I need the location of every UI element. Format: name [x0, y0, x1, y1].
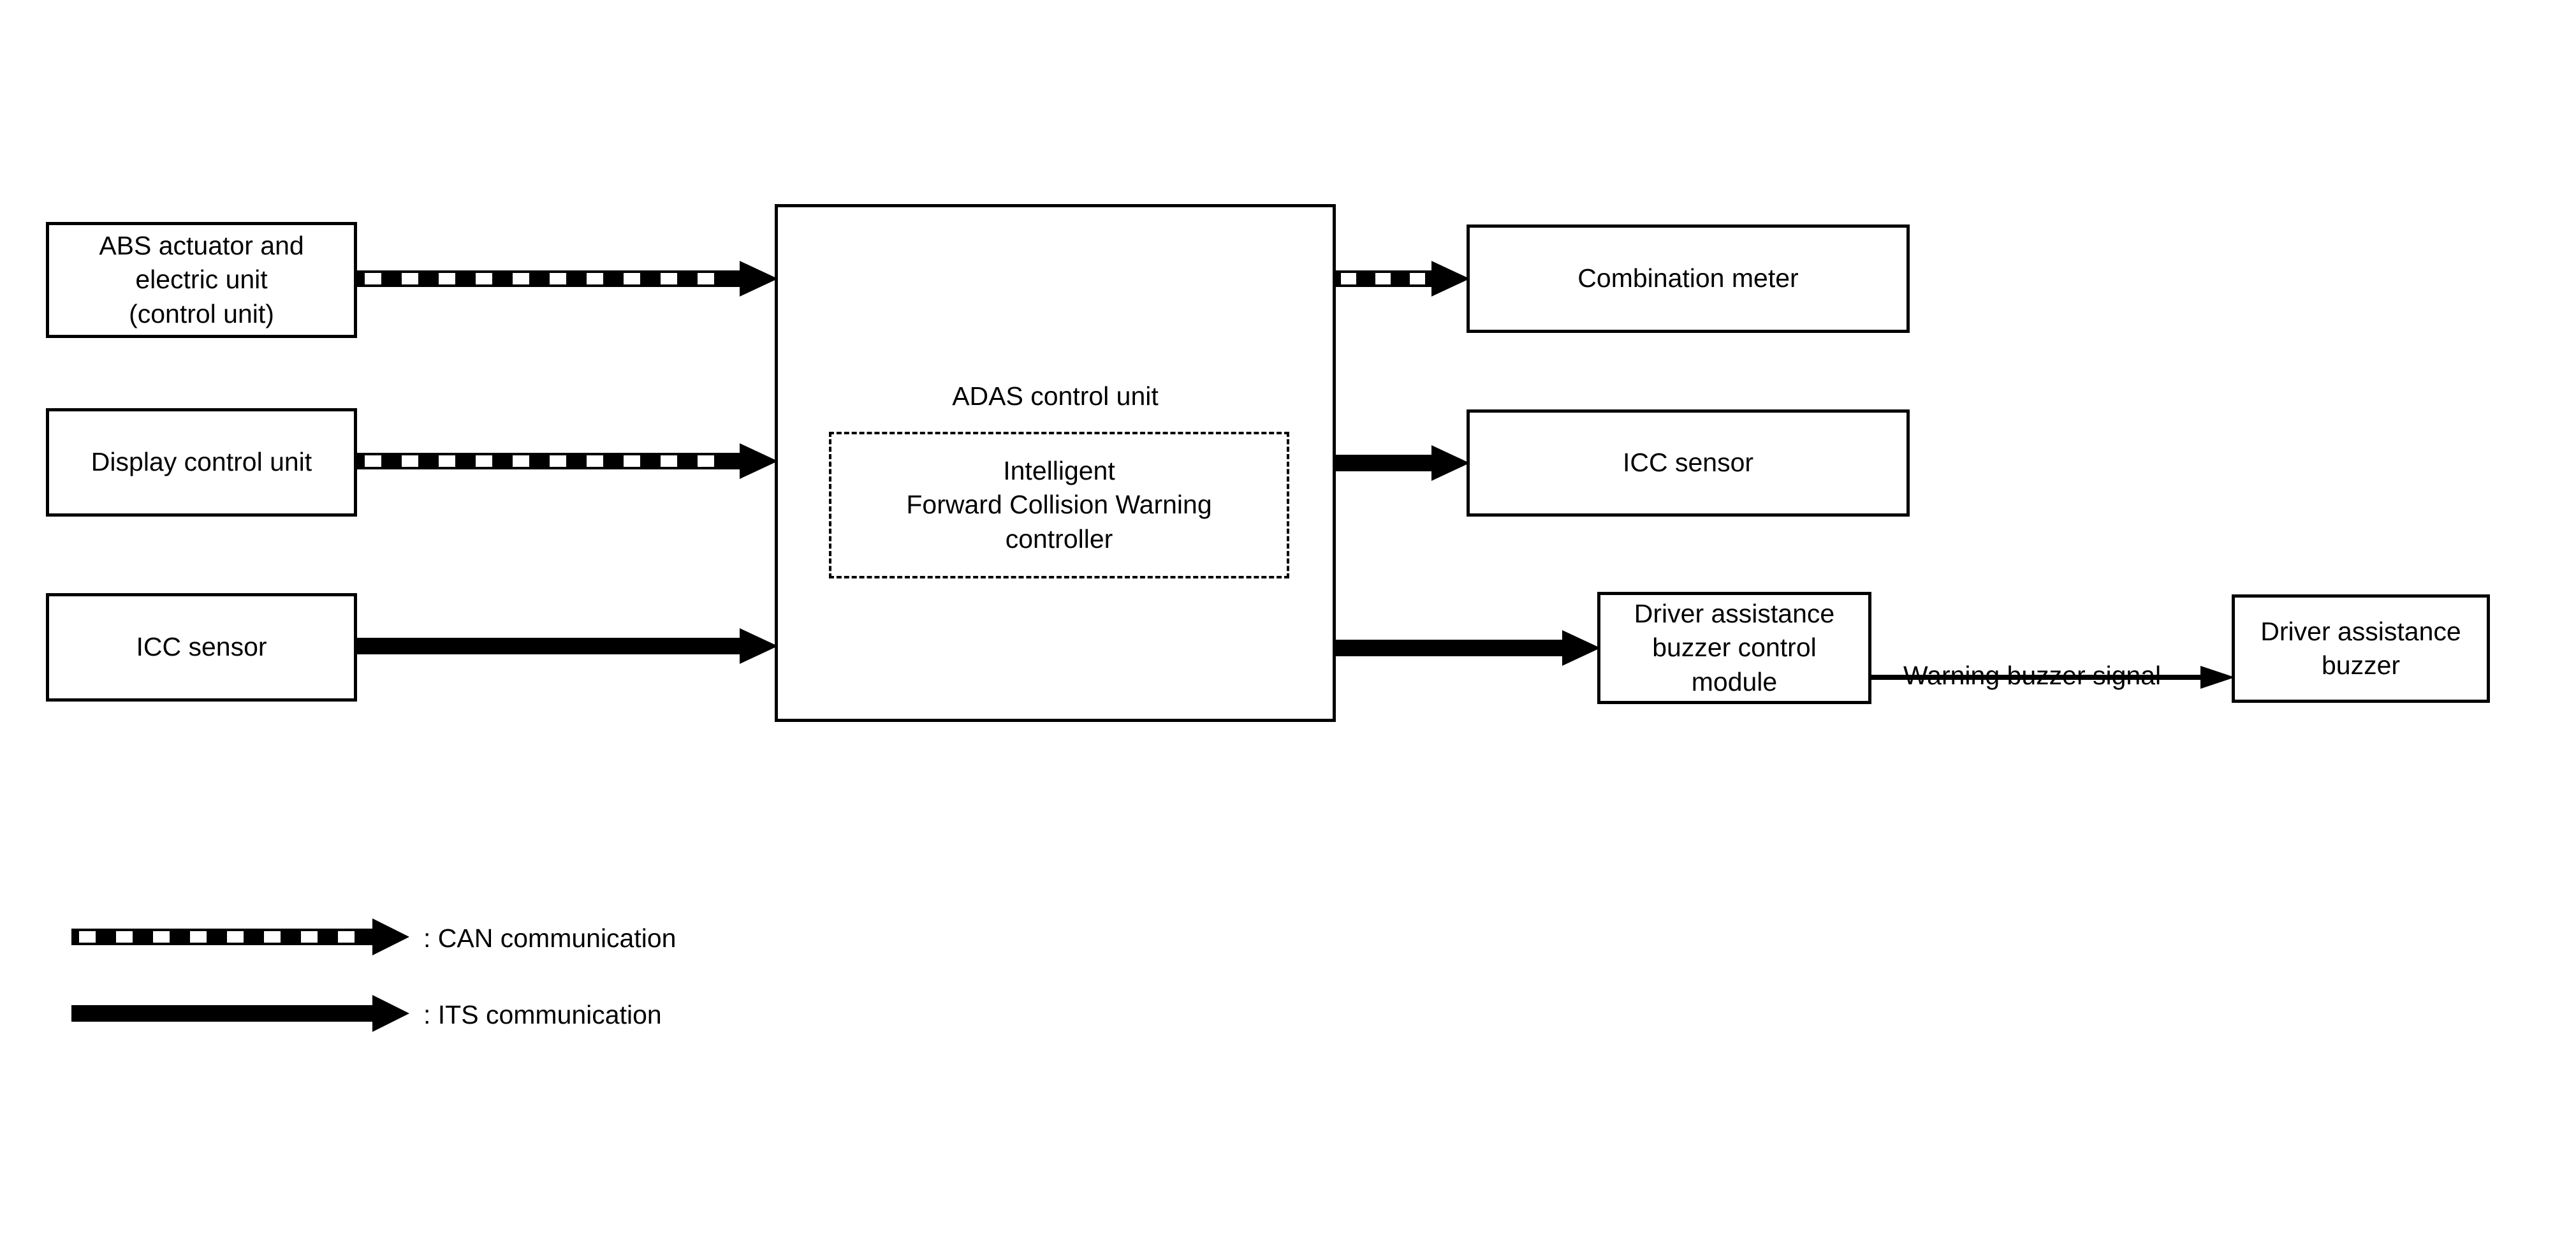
- arrow-its-adas-to-buzzer-control-module: [1336, 630, 1600, 666]
- box-intelligent-forward-collision-warning-controller[interactable]: Intelligent Forward Collision Warning co…: [829, 432, 1289, 578]
- arrow-can-abs-to-adas: [357, 261, 778, 297]
- arrow-its-icc-sensor-to-adas: [357, 628, 778, 664]
- label-warning-buzzer-signal: Warning buzzer signal: [1903, 661, 2162, 690]
- box-adas-control-unit[interactable]: ADAS control unit Intelligent Forward Co…: [775, 204, 1336, 722]
- arrow-its-adas-to-icc-sensor: [1336, 445, 1470, 481]
- box-icc-sensor-right[interactable]: ICC sensor: [1467, 409, 1910, 517]
- adas-control-unit-title: ADAS control unit: [952, 381, 1159, 411]
- legend-its-arrow-icon: [71, 995, 409, 1035]
- legend-item-can: : CAN communication: [71, 918, 676, 959]
- arrow-can-display-to-adas: [357, 443, 778, 479]
- box-display-control-unit[interactable]: Display control unit: [46, 408, 357, 517]
- box-combination-meter[interactable]: Combination meter: [1467, 224, 1910, 333]
- box-abs-actuator-and-electric-unit[interactable]: ABS actuator and electric unit (control …: [46, 222, 357, 338]
- legend-can-arrow-icon: [71, 918, 409, 959]
- arrow-can-adas-to-combination-meter: [1336, 261, 1470, 297]
- box-driver-assistance-buzzer-control-module[interactable]: Driver assistance buzzer control module: [1597, 592, 1871, 704]
- legend-item-its: : ITS communication: [71, 995, 662, 1035]
- legend-can-label: : CAN communication: [423, 923, 677, 953]
- box-driver-assistance-buzzer[interactable]: Driver assistance buzzer: [2232, 594, 2490, 703]
- legend-its-label: : ITS communication: [423, 1000, 662, 1029]
- arrow-warning-buzzer-signal: [1871, 663, 2235, 691]
- box-icc-sensor-left[interactable]: ICC sensor: [46, 593, 357, 702]
